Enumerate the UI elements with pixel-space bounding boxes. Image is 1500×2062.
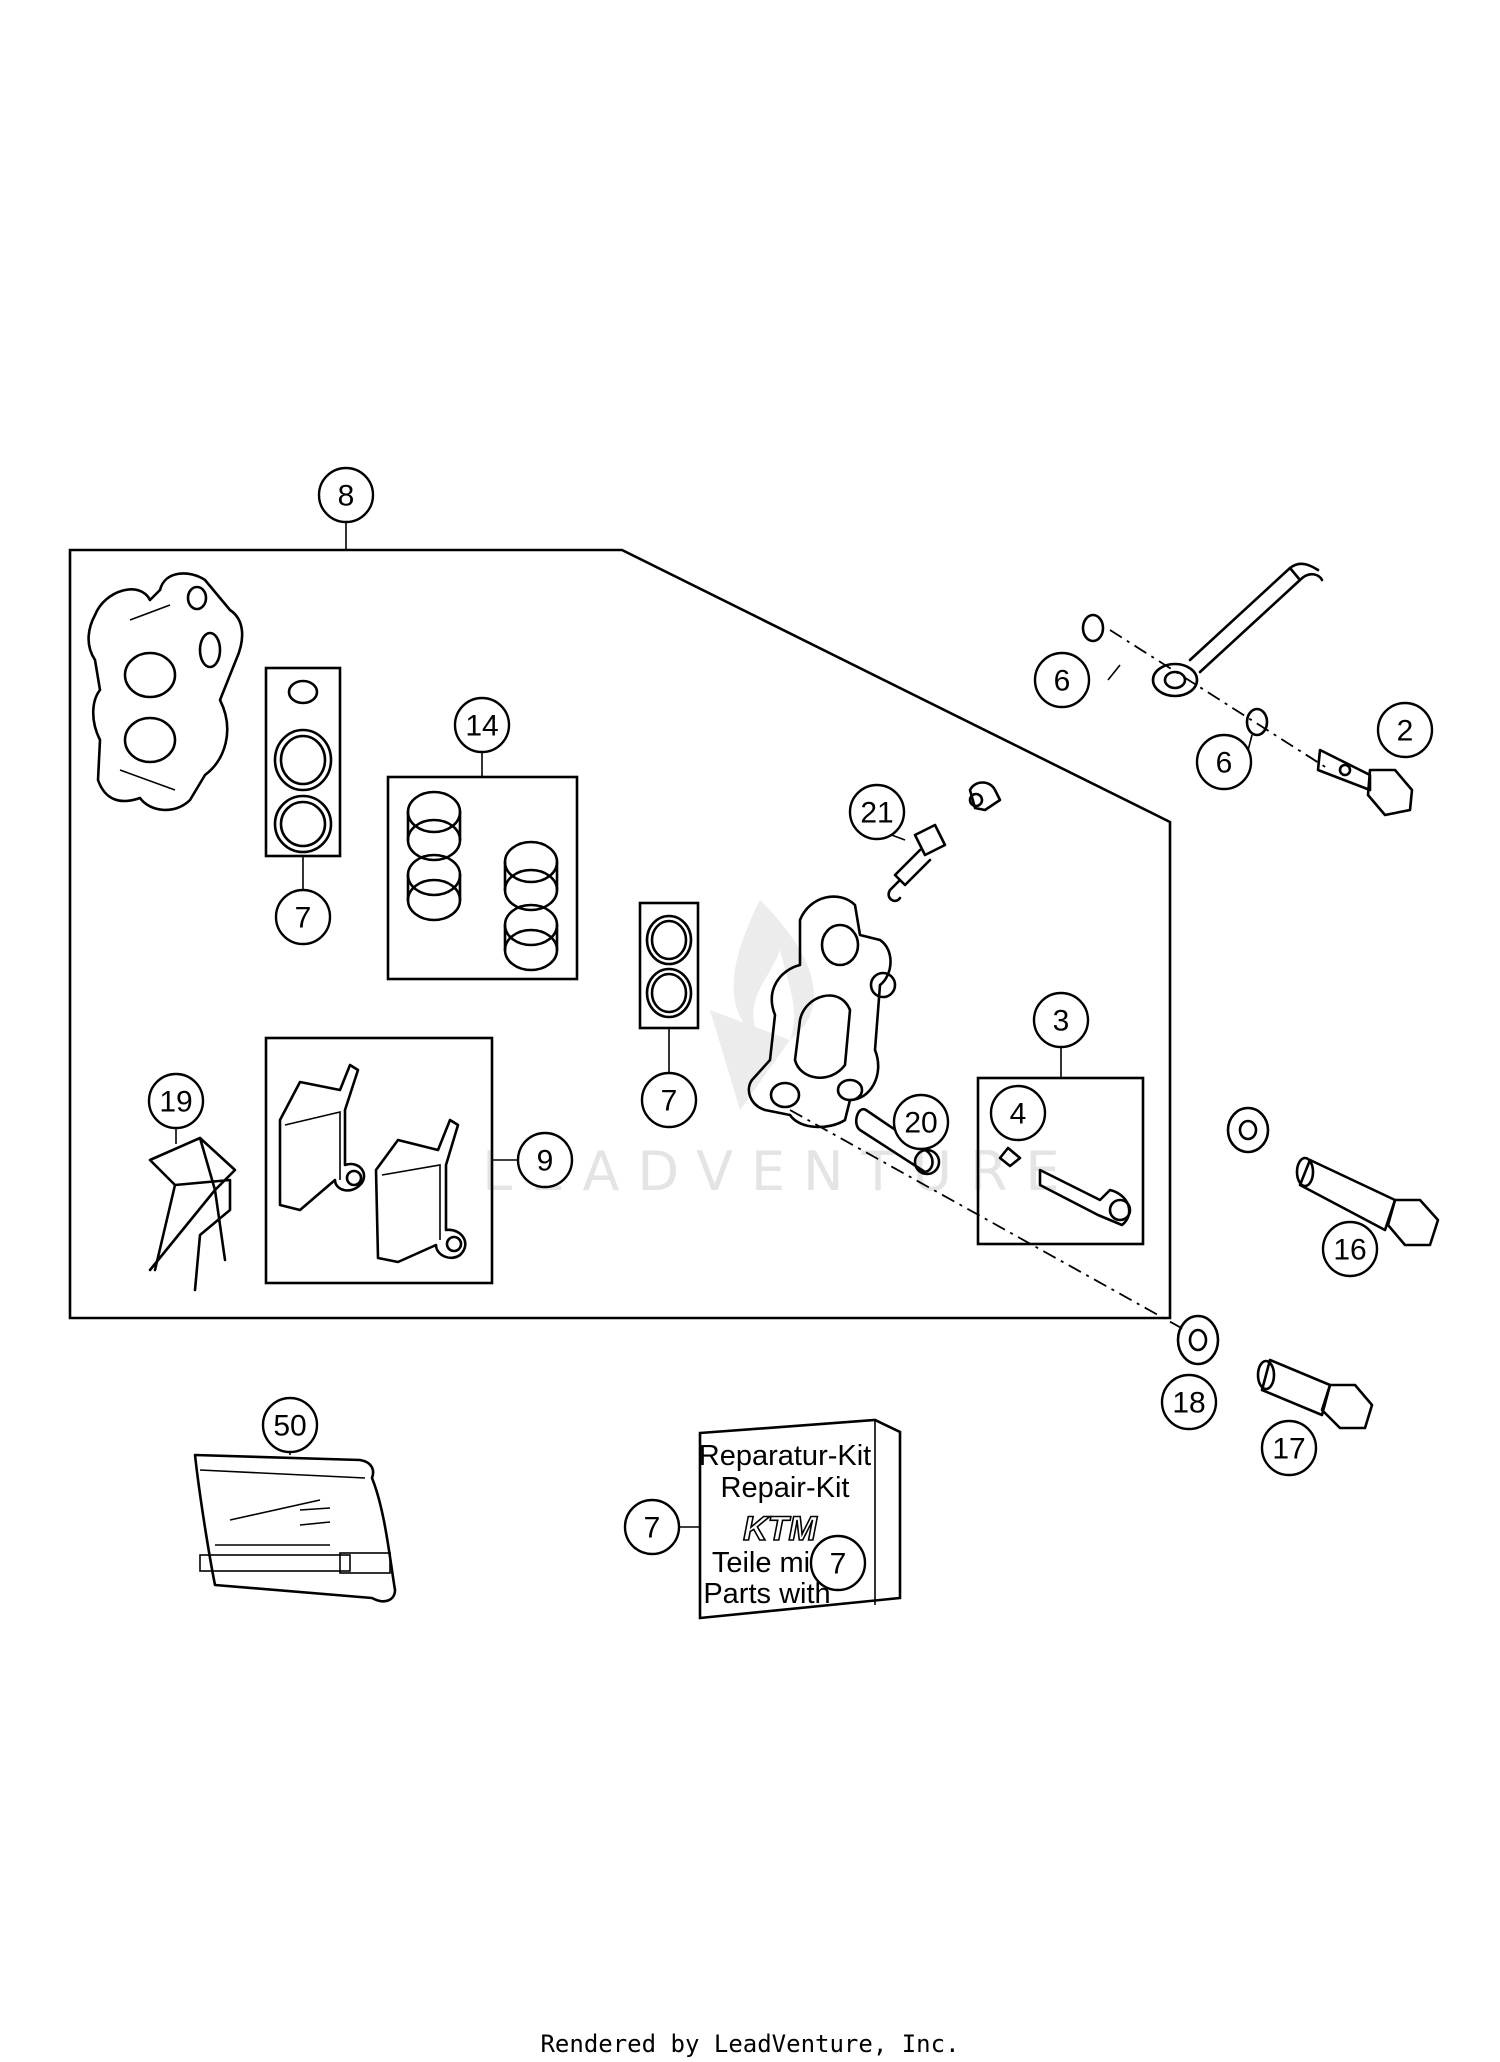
callout-7-kit-inner: 7: [809, 1534, 867, 1592]
svg-text:7: 7: [644, 1512, 661, 1545]
repair-kit-line4: Parts with: [703, 1578, 830, 1610]
callout-4: 4: [989, 1084, 1047, 1142]
grease-pouch: [193, 1453, 397, 1603]
callout-9: 9: [516, 1131, 574, 1189]
callout-18: 18: [1160, 1373, 1218, 1431]
callout-19: 19: [147, 1072, 205, 1130]
axial-bolt-short: [1256, 1358, 1374, 1430]
callout-2: 2: [1376, 701, 1434, 759]
svg-text:21: 21: [860, 797, 893, 830]
callout-17: 17: [1260, 1419, 1318, 1477]
brake-caliper-assembly-frame: [68, 548, 1172, 1320]
ktm-logo: KTM: [743, 1510, 817, 1548]
svg-text:3: 3: [1053, 1005, 1070, 1038]
seal-kit-box-left: [264, 666, 342, 858]
callout-14: 14: [453, 696, 511, 754]
svg-text:20: 20: [904, 1107, 937, 1140]
svg-text:50: 50: [273, 1410, 306, 1443]
callout-7-middle: 7: [640, 1071, 698, 1129]
brake-pistons: [406, 790, 559, 972]
repair-kit-line2: Repair-Kit: [721, 1472, 850, 1504]
piston-seals-middle: [645, 914, 693, 1019]
banjo-bolt: [1316, 748, 1414, 817]
callout-20: 20: [892, 1093, 950, 1151]
washer-upper: [1226, 1106, 1270, 1154]
callout-21: 21: [848, 783, 906, 841]
repair-kit-line1: Reparatur-Kit: [699, 1440, 871, 1472]
callout-6-top: 6: [1033, 651, 1091, 709]
washer-lower: [1176, 1314, 1220, 1366]
repair-kit-line3: Teile mit: [712, 1547, 818, 1579]
svg-text:19: 19: [159, 1086, 192, 1119]
callout-16: 16: [1321, 1220, 1379, 1278]
svg-text:2: 2: [1397, 715, 1414, 748]
callout-6-bottom: 6: [1195, 733, 1253, 791]
callout-8: 8: [317, 466, 375, 524]
watermark-text: LEADVENTURE: [482, 1140, 1077, 1203]
svg-text:16: 16: [1333, 1234, 1366, 1267]
svg-text:7: 7: [830, 1548, 847, 1581]
brake-pads: [278, 1063, 467, 1264]
watermark: LEADVENTURE: [482, 900, 1077, 1203]
brake-hose-banjo: [1151, 562, 1324, 698]
callout-7-left: 7: [274, 888, 332, 946]
pad-spring: [148, 1136, 237, 1292]
svg-text:6: 6: [1054, 665, 1071, 698]
svg-text:14: 14: [465, 710, 498, 743]
sealing-washers: [1081, 613, 1269, 737]
caliper-bolt: [998, 1146, 1132, 1227]
svg-text:18: 18: [1172, 1387, 1205, 1420]
callout-3: 3: [1032, 991, 1090, 1049]
svg-text:17: 17: [1272, 1433, 1305, 1466]
axial-bolt-long: [1295, 1156, 1440, 1247]
piston-seals-left: [273, 679, 333, 854]
caliper-housing-left: [87, 572, 244, 812]
svg-text:8: 8: [338, 480, 355, 513]
repair-kit-box: Reparatur-Kit Repair-Kit KTM Teile mit P…: [698, 1418, 902, 1620]
svg-text:7: 7: [661, 1085, 678, 1118]
svg-text:4: 4: [1010, 1098, 1027, 1131]
bleeder-screw: [887, 781, 1002, 903]
leader-6-top: [1107, 664, 1121, 681]
svg-text:6: 6: [1216, 747, 1233, 780]
guide-pin: [854, 1107, 941, 1176]
callout-7-kit: 7: [623, 1498, 681, 1556]
caliper-housing-right: [747, 895, 897, 1129]
callout-50: 50: [261, 1396, 319, 1454]
svg-text:7: 7: [295, 902, 312, 935]
footer-credit: Rendered by LeadVenture, Inc.: [540, 2030, 960, 2058]
svg-text:9: 9: [537, 1145, 554, 1178]
